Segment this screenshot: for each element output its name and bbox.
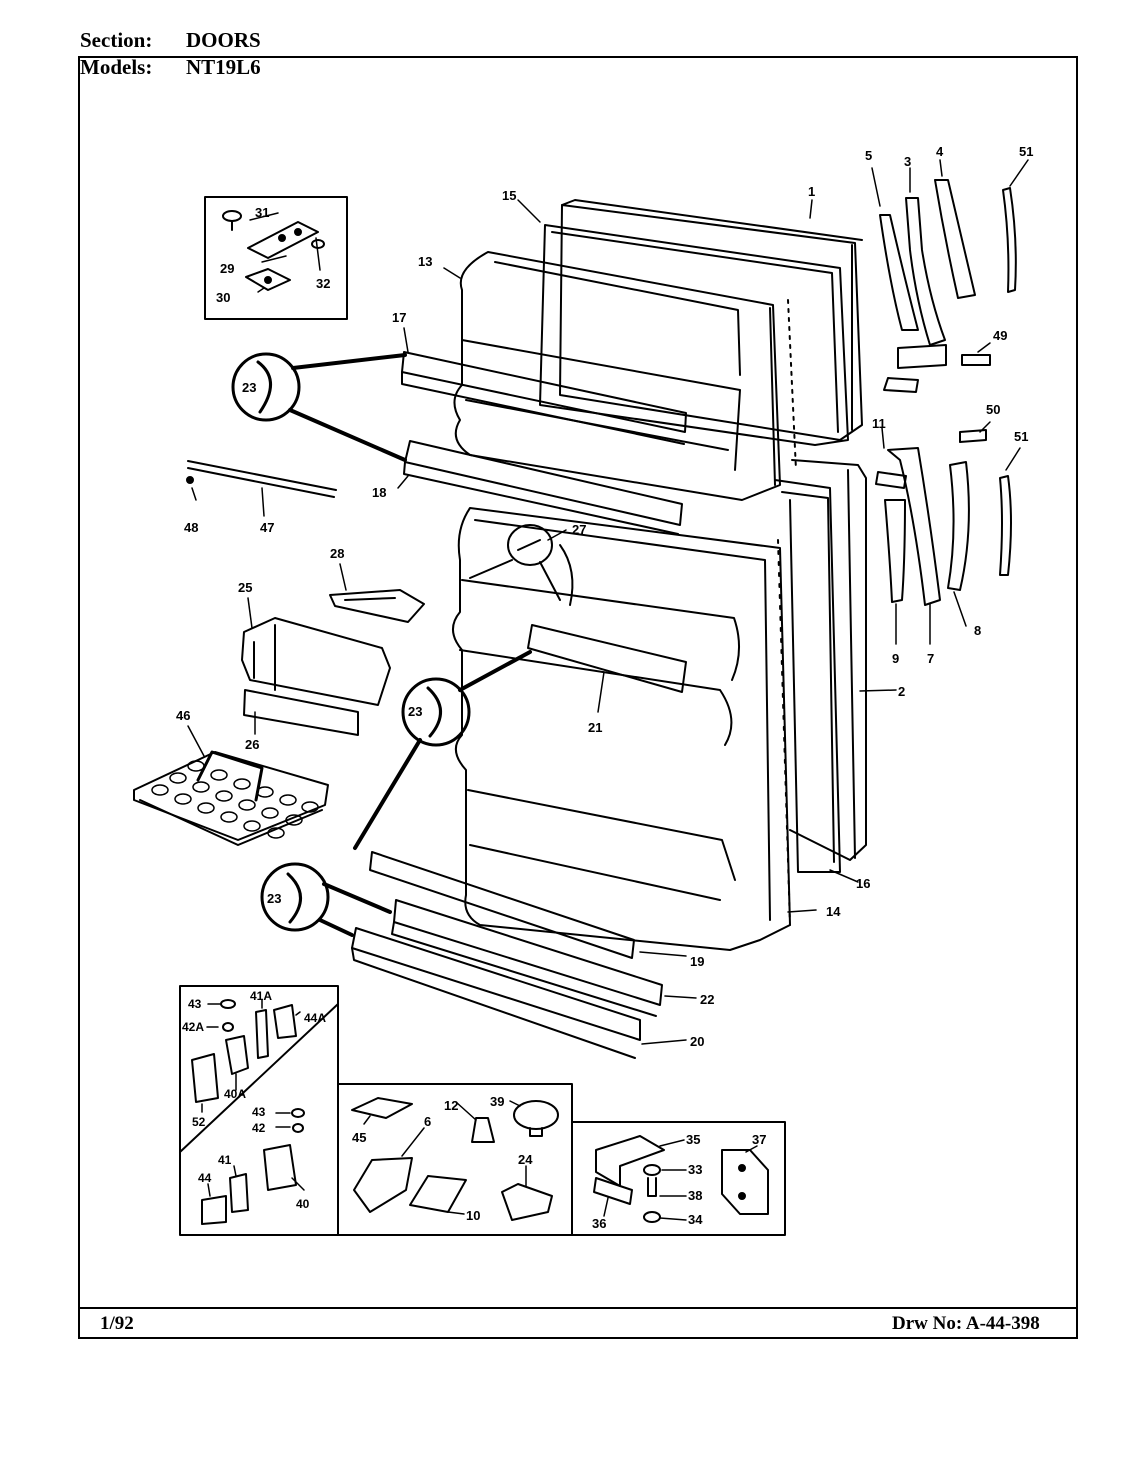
callout-leaders <box>187 159 1029 1221</box>
callout-35: 35 <box>686 1132 700 1147</box>
callout-5: 5 <box>865 148 872 163</box>
callout-45: 45 <box>352 1130 366 1145</box>
callout-44: 44 <box>198 1171 212 1185</box>
callout-23-bottom: 23 <box>267 891 281 906</box>
callout-7: 7 <box>927 651 934 666</box>
callout-33: 33 <box>688 1162 702 1177</box>
callout-17: 17 <box>392 310 406 325</box>
callout-2: 2 <box>898 684 905 699</box>
callout-29: 29 <box>220 261 234 276</box>
callout-41a: 41A <box>250 989 272 1003</box>
callout-34: 34 <box>688 1212 703 1227</box>
callout-41: 41 <box>218 1153 232 1167</box>
callout-47: 47 <box>260 520 274 535</box>
section-label: Section: <box>80 28 153 52</box>
freezer-shelf-bars <box>401 351 687 535</box>
callout-37: 37 <box>752 1132 766 1147</box>
callout-49: 49 <box>993 328 1007 343</box>
shelf-retainer-rod <box>186 460 337 498</box>
callout-48: 48 <box>184 520 198 535</box>
callout-23-mid: 23 <box>408 704 422 719</box>
callout-51-mid: 51 <box>1014 429 1028 444</box>
callout-42: 42 <box>252 1121 266 1135</box>
callout-10: 10 <box>466 1208 480 1223</box>
callout-23-top: 23 <box>242 380 256 395</box>
callout-3: 3 <box>904 154 911 169</box>
callout-numbers: 31 29 32 30 15 13 1 17 23 18 48 47 5 3 4… <box>176 144 1033 1231</box>
callout-44a: 44A <box>304 1011 326 1025</box>
freezer-door-assembly <box>453 199 863 501</box>
callout-4: 4 <box>936 144 944 159</box>
callout-43-upper: 43 <box>188 997 202 1011</box>
callout-30: 30 <box>216 290 230 305</box>
drawing-number: Drw No: A-44-398 <box>892 1313 1040 1334</box>
callout-42a: 42A <box>182 1020 204 1034</box>
egg-tray <box>133 750 329 846</box>
callout-15: 15 <box>502 188 516 203</box>
callout-40: 40 <box>296 1197 310 1211</box>
models-label: Models: <box>80 55 153 79</box>
callout-1: 1 <box>808 184 815 199</box>
callout-46: 46 <box>176 708 190 723</box>
callout-32: 32 <box>316 276 330 291</box>
callout-31: 31 <box>255 205 269 220</box>
callout-11: 11 <box>872 416 886 431</box>
callout-24: 24 <box>518 1152 533 1167</box>
callout-26: 26 <box>245 737 259 752</box>
shelf-end-zoom-circles <box>231 352 532 937</box>
callout-19: 19 <box>690 954 704 969</box>
callout-40a: 40A <box>224 1087 246 1101</box>
callout-43-lower: 43 <box>252 1105 266 1119</box>
handle-and-trim-parts <box>875 179 1017 606</box>
callout-9: 9 <box>892 651 899 666</box>
callout-28: 28 <box>330 546 344 561</box>
callout-13: 13 <box>418 254 432 269</box>
callout-20: 20 <box>690 1034 704 1049</box>
callout-8: 8 <box>974 623 981 638</box>
callout-12: 12 <box>444 1098 458 1113</box>
callout-16: 16 <box>856 876 870 891</box>
drawing-frame <box>78 56 1078 1339</box>
callout-21: 21 <box>588 720 602 735</box>
callout-6: 6 <box>424 1114 431 1129</box>
callout-39: 39 <box>490 1094 504 1109</box>
callout-14: 14 <box>826 904 841 919</box>
dairy-door-zoom-circle <box>469 524 561 601</box>
callout-50: 50 <box>986 402 1000 417</box>
callout-27: 27 <box>572 522 586 537</box>
fresh-food-door-assembly <box>452 459 867 951</box>
callout-38: 38 <box>688 1188 702 1203</box>
drawing-date: 1/92 <box>100 1313 134 1334</box>
footer-rule <box>78 1307 1078 1309</box>
fresh-food-shelf-bars <box>351 624 687 1059</box>
section-value: DOORS <box>186 28 261 52</box>
callout-18: 18 <box>372 485 386 500</box>
models-value: NT19L6 <box>186 55 261 79</box>
callout-51-top: 51 <box>1019 144 1033 159</box>
dairy-compartment-parts <box>241 589 425 736</box>
callout-52: 52 <box>192 1115 206 1129</box>
callout-36: 36 <box>592 1216 606 1231</box>
callout-22: 22 <box>700 992 714 1007</box>
callout-25: 25 <box>238 580 252 595</box>
